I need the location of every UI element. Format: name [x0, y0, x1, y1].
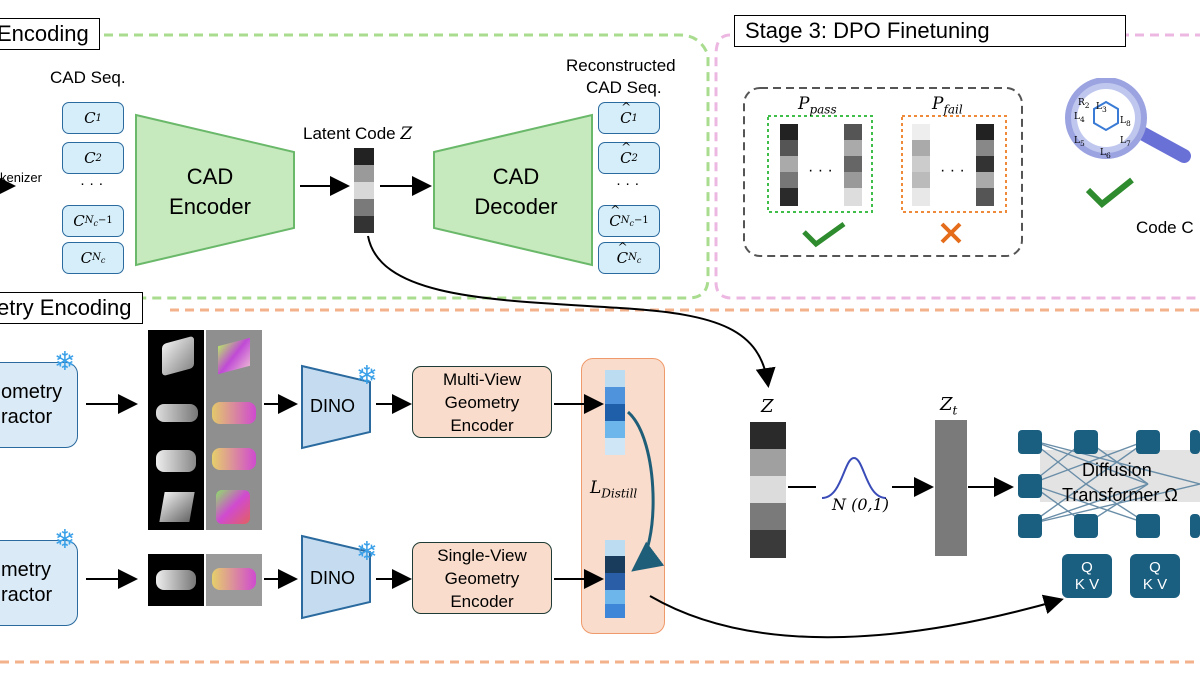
dpo-panel: [743, 87, 1023, 257]
dt-node: [1190, 430, 1200, 454]
snowflake-icon-2: ❄: [54, 524, 76, 554]
diffusion-transformer-graph: [1029, 439, 1200, 525]
singleview-images: [148, 554, 262, 606]
reconstructed-label-1: Reconstructed: [566, 56, 676, 75]
output-token-1: C1: [598, 100, 660, 134]
dt-node: [1136, 514, 1160, 538]
dino-bottom-snowflake-icon: ❄: [356, 536, 378, 566]
dt-node: [1018, 514, 1042, 538]
distill-bars: [605, 370, 625, 618]
input-token-dots: · · ·: [80, 175, 104, 192]
pass-dots: · · ·: [808, 162, 833, 179]
output-token-nc: CNc: [598, 240, 660, 274]
cad-decoder-label: CAD Decoder: [474, 164, 558, 219]
dino-bottom-shape: [301, 534, 371, 620]
dino-bottom-label: DINO: [310, 568, 355, 588]
zt-label: Zt: [940, 394, 958, 418]
output-token-dots: · · ·: [616, 175, 640, 192]
snowflake-icon-1: ❄: [54, 346, 76, 376]
dt-node: [1074, 514, 1098, 538]
output-token-nc-minus-1: CNc−1: [598, 203, 660, 237]
dino-top-label: DINO: [310, 396, 355, 416]
cad-seq-label: CAD Seq.: [50, 68, 126, 87]
transformer-label: Transformer Ω: [1062, 485, 1178, 505]
diffusion-label: Diffusion: [1082, 460, 1152, 480]
noise-label: N (0,1): [832, 495, 890, 514]
dt-node: [1074, 430, 1098, 454]
multiview-geometry-encoder: Multi-View Geometry Encoder: [412, 366, 552, 438]
reconstructed-label-2: CAD Seq.: [586, 78, 662, 97]
p-fail-label: Pfail: [932, 94, 963, 117]
dt-node: [1190, 514, 1200, 538]
magnifier-icon: [1065, 78, 1191, 163]
latent-code-label: Latent Code Z: [303, 124, 413, 144]
singleview-geometry-encoder: Single-View Geometry Encoder: [412, 542, 552, 614]
stage1-title: Encoding: [0, 18, 100, 50]
z-label: Z: [761, 396, 774, 417]
p-pass-label: Ppass: [798, 94, 837, 117]
dt-node: [1018, 430, 1042, 454]
cad-encoder-label: CAD Encoder: [169, 164, 251, 219]
stage2-title: etry Encoding: [0, 292, 143, 324]
tokenizer-label: kenizer: [0, 170, 42, 185]
gaussian-curve: [821, 456, 887, 499]
lens-labels: R2 L3 L4 L8 L5 L7 L6: [1074, 98, 1131, 160]
dino-top-shape: [301, 364, 371, 450]
z-bar: [750, 422, 786, 558]
code-check-label: Code C: [1136, 218, 1194, 237]
latent-code-bar: [354, 148, 374, 233]
output-token-2: C2: [598, 140, 660, 174]
zt-bar: [935, 420, 967, 556]
multiview-images: [148, 330, 262, 530]
distill-loss-label: LDistill: [590, 478, 638, 501]
dino-top-snowflake-icon: ❄: [356, 360, 378, 390]
dt-node: [1136, 430, 1160, 454]
fail-dots: · · ·: [940, 162, 965, 179]
code-check-mark-icon: [1085, 177, 1134, 209]
stage3-title: Stage 3: DPO Finetuning: [734, 15, 1126, 47]
dt-node: [1018, 474, 1042, 498]
cad-encoder-shape: [135, 113, 295, 267]
